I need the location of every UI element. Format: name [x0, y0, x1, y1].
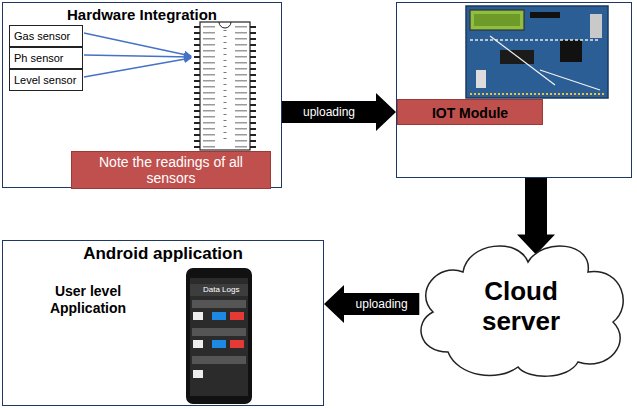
cloud-shape: Cloud server — [408, 232, 634, 382]
block-arrow — [324, 285, 419, 323]
block-arrow — [517, 178, 555, 255]
block-arrow — [282, 93, 396, 131]
module-box: IOT Module — [396, 2, 632, 178]
phone-screenshot — [186, 268, 252, 404]
ntext-text: Note the readings of all sensors — [90, 154, 252, 186]
stext-text: Level sensor — [14, 74, 76, 86]
sensor-box: Ph sensor — [9, 47, 83, 69]
htitle-text: Hardware Integration — [3, 6, 281, 23]
iot-board-photo — [466, 6, 608, 98]
sensor-wires — [84, 33, 191, 77]
sensor-box: Gas sensor — [9, 25, 83, 47]
app-box: Android applicationUser level Applicatio… — [2, 240, 324, 406]
atitle-text: Android application — [3, 244, 323, 264]
iot-text: IOT Module — [397, 99, 543, 125]
arrow-label: uploading — [354, 297, 410, 311]
stext-text: Ph sensor — [14, 52, 64, 64]
ulevel-text: User level Application — [33, 283, 143, 317]
screen-title: Data Logs — [203, 285, 239, 294]
ctext-text: Cloud server — [466, 277, 576, 337]
sensor-box: Level sensor — [9, 69, 83, 91]
arrow-label: uploading — [301, 105, 357, 119]
microcontroller-chip — [197, 22, 253, 150]
stext-text: Gas sensor — [14, 30, 70, 42]
note-band: Note the readings of all sensors — [71, 151, 271, 189]
group-box: Hardware IntegrationGas sensor Ph sensorL… — [2, 2, 282, 188]
